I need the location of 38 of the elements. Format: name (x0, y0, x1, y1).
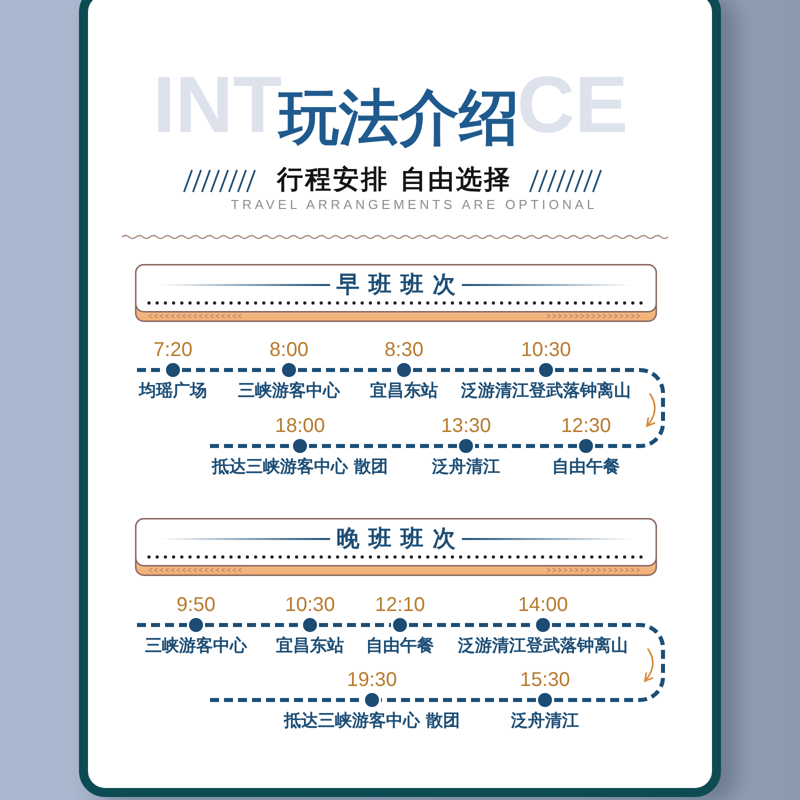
stop-label: 泛舟清江 (511, 711, 579, 731)
stop-label: 三峡游客中心 (238, 381, 340, 401)
time-label: 8:30 (384, 339, 424, 361)
stop-label: 自由午餐 (552, 457, 620, 477)
time-label: 13:30 (440, 415, 492, 437)
dashed-connector (555, 368, 665, 448)
dashed-connector (413, 368, 537, 372)
time-label: 7:20 (154, 339, 192, 361)
subtitle: 行程安排 自由选择 (277, 166, 512, 194)
stop-label: 宜昌东站 (276, 636, 344, 656)
stop-label: 抵达三峡游客中心 散团 (212, 457, 388, 477)
time-label: 14:00 (518, 594, 568, 616)
dashed-connector (381, 698, 536, 702)
stop-label: 宜昌东站 (370, 381, 438, 401)
stop-label: 抵达三峡游客中心 散团 (284, 711, 460, 731)
time-label: 15:30 (520, 669, 570, 691)
stop-label: 自由午餐 (366, 636, 434, 656)
dashed-connector (552, 623, 665, 702)
time-label: 18:00 (274, 415, 326, 437)
time-label: 8:00 (270, 339, 308, 361)
section-banner: 晚班班次 (135, 518, 657, 576)
time-label: 19:30 (346, 669, 398, 691)
tagline: TRAVEL ARRANGEMENTS ARE OPTIONAL (231, 198, 598, 212)
stop-label: 泛舟清江 (432, 457, 500, 477)
stop-label: 泛游清江登武落钟离山 (461, 381, 631, 401)
dashed-connector (309, 444, 457, 448)
time-label: 10:30 (520, 339, 572, 361)
time-label: 12:10 (374, 594, 426, 616)
dashed-connector (205, 623, 301, 627)
dashed-connector (475, 444, 577, 448)
time-label: 12:30 (560, 415, 612, 437)
dashed-connector (319, 623, 391, 627)
stop-label: 均瑶广场 (139, 381, 207, 401)
time-label: 9:50 (176, 594, 216, 616)
stop-label: 泛游清江登武落钟离山 (458, 636, 628, 656)
section-banner: 早班班次 (135, 264, 657, 322)
time-label: 10:30 (284, 594, 336, 616)
stop-label: 三峡游客中心 (145, 636, 247, 656)
